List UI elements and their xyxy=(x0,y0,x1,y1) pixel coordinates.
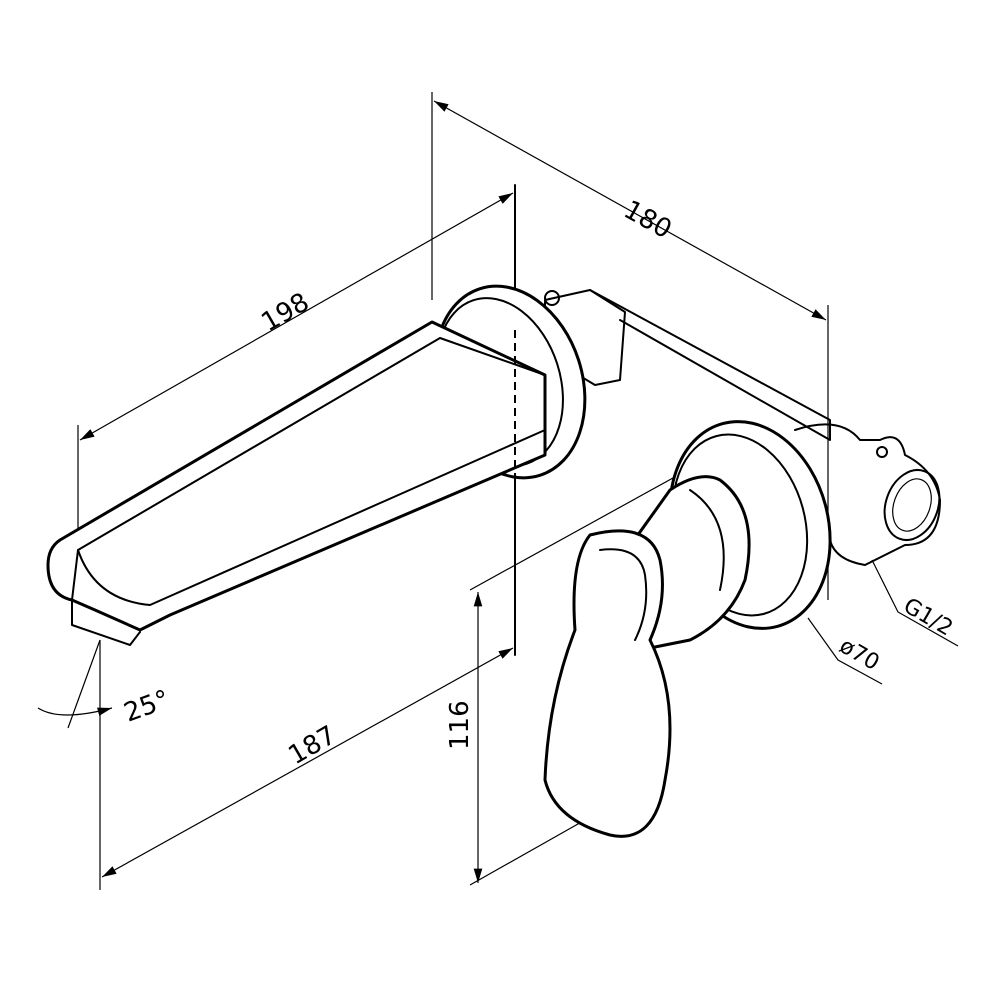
dim-116-label: 116 xyxy=(445,700,475,750)
dim-198-label: 198 xyxy=(257,287,315,338)
angle-line xyxy=(67,639,101,729)
diameter-label: ø70 xyxy=(835,634,883,676)
dim-180-line xyxy=(433,100,827,321)
dim-198-line xyxy=(79,192,514,441)
thread-label: G1/2 xyxy=(899,594,957,642)
spout xyxy=(46,320,547,632)
thread-leader xyxy=(871,559,959,647)
dia-leader xyxy=(807,617,883,685)
dim-187-label: 187 xyxy=(284,720,342,771)
dim-180-label: 180 xyxy=(619,195,677,245)
lever xyxy=(543,529,672,838)
angle-arc xyxy=(37,707,113,716)
dim-187-line xyxy=(101,647,514,878)
angle-label: 25° xyxy=(120,685,174,729)
dimension-lines xyxy=(37,100,959,883)
faucet-body xyxy=(46,284,941,838)
